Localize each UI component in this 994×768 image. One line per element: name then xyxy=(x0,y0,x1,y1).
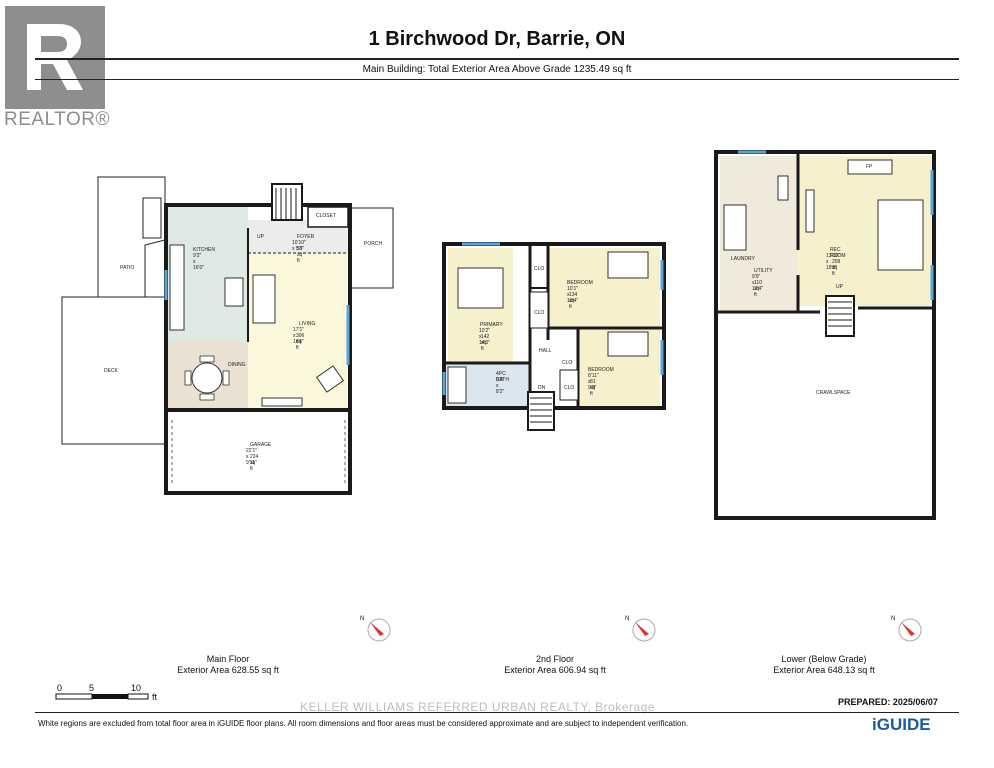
compass-letter-main: N xyxy=(360,616,365,622)
label-foyer-area: 57 sq ft xyxy=(297,246,303,264)
label-bedroom2-area: 81 sq ft xyxy=(590,379,596,397)
label-up-main: UP xyxy=(257,234,264,240)
floor-name: Lower (Below Grade) xyxy=(781,654,867,664)
page-title: 1 Birchwood Dr, Barrie, ON xyxy=(368,28,626,50)
label-dn: DN xyxy=(538,385,546,391)
prepared-date: PREPARED: 2025/06/07 xyxy=(838,697,938,707)
floor-label-lower: Lower (Below Grade) Exterior Area 648.13… xyxy=(724,654,924,676)
scale-tick-0: 0 xyxy=(57,683,63,693)
label-clo-2: CLO xyxy=(534,310,545,316)
compass-main xyxy=(367,618,391,642)
label-foyer: FOYER xyxy=(297,234,315,240)
label-bedroom-dim: 10'1" x 13'4" xyxy=(567,286,579,304)
scale-unit: ft xyxy=(152,692,158,702)
label-utility-area: 110 sq ft xyxy=(754,280,762,298)
label-utility-dim: 9'9" x 12'4" xyxy=(752,274,764,292)
label-patio: PATIO xyxy=(120,265,135,271)
label-rec-dim: 13'10" x 18'8" xyxy=(826,253,840,271)
header-rule-bottom xyxy=(35,79,959,80)
label-kitchen: KITCHEN xyxy=(193,247,215,253)
compass-lower xyxy=(898,618,922,642)
realtor-logo xyxy=(5,6,105,109)
label-bedroom2-dim: 8'11" x 9'0" xyxy=(588,373,599,391)
label-bedroom2: BEDROOM xyxy=(588,367,614,373)
compass-letter-second: N xyxy=(625,616,630,622)
disclaimer-note: White regions are excluded from total fl… xyxy=(38,719,689,728)
compass-second xyxy=(632,618,656,642)
label-up-lower: UP xyxy=(836,284,843,290)
header-rule xyxy=(35,58,959,60)
label-clo-4: CLO xyxy=(564,385,575,391)
floor-area: Exterior Area 606.94 sq ft xyxy=(504,665,606,675)
scale-tick-10: 10 xyxy=(131,683,142,693)
label-hall: HALL xyxy=(539,348,552,354)
label-kitchen-dim: 9'2" x 16'0" xyxy=(193,253,205,271)
label-garage-area: 224 sq ft xyxy=(250,454,259,472)
label-primary: PRIMARY xyxy=(480,322,503,328)
porch-area xyxy=(349,207,394,289)
realtor-wordmark: REALTOR® xyxy=(4,109,110,130)
label-primary-area: 142 sq ft xyxy=(481,334,490,352)
label-utility: UTILITY xyxy=(754,268,773,274)
floor-label-second: 2nd Floor Exterior Area 606.94 sq ft xyxy=(455,654,655,676)
floor-name: Main Floor xyxy=(206,654,250,664)
label-laundry: LAUNDRY xyxy=(731,256,755,262)
label-bath: 4PC BATH xyxy=(496,371,509,383)
label-rec-area: 258 sq ft xyxy=(832,259,841,277)
scale-bar xyxy=(55,693,149,700)
label-clo-1: CLO xyxy=(534,266,545,272)
label-foyer-dim: 10'10" x 5'5" xyxy=(292,240,306,252)
label-garage-dim: 22'1" x 9'11" xyxy=(246,448,258,466)
label-deck: DECK xyxy=(104,368,118,374)
label-living-area: 306 sq ft xyxy=(296,333,305,351)
deck-area xyxy=(61,296,167,445)
label-garage: GARAGE xyxy=(250,442,272,448)
scale-tick-5: 5 xyxy=(89,683,95,693)
compass-letter-lower: N xyxy=(891,616,896,622)
label-living-dim: 17'1" x 18'6" xyxy=(293,327,305,345)
main-floor-plan xyxy=(61,176,394,495)
garage-area xyxy=(164,408,352,495)
label-closet: CLOSET xyxy=(316,213,337,219)
second-floor-plan xyxy=(442,242,666,431)
footer-rule xyxy=(35,712,959,713)
floor-label-main: Main Floor Exterior Area 628.55 sq ft xyxy=(128,654,328,676)
label-dining: DINING xyxy=(228,362,246,368)
label-rec-room: REC ROOM xyxy=(830,247,846,259)
label-bedroom: BEDROOM xyxy=(567,280,593,286)
label-fp: FP xyxy=(866,164,873,170)
floor-area: Exterior Area 628.55 sq ft xyxy=(177,665,279,675)
label-crawlspace: CRAWLSPACE xyxy=(816,390,851,396)
label-living: LIVING xyxy=(299,321,316,327)
brokerage-watermark: KELLER WILLIAMS REFERRED URBAN REALTY, B… xyxy=(300,700,655,714)
floor-area: Exterior Area 648.13 sq ft xyxy=(773,665,875,675)
iguide-logo: iGUIDE xyxy=(872,715,931,734)
label-primary-dim: 10'2" x 14'0" xyxy=(479,328,491,346)
floor-name: 2nd Floor xyxy=(535,654,575,664)
label-porch: PORCH xyxy=(364,241,383,247)
page-subtitle: Main Building: Total Exterior Area Above… xyxy=(362,64,632,75)
label-bath-dim: 5'0" x 8'2" xyxy=(496,377,505,395)
label-clo-3: CLO xyxy=(562,360,573,366)
label-bedroom-area: 134 sq ft xyxy=(569,292,578,310)
lower-floor-plan xyxy=(714,150,936,520)
